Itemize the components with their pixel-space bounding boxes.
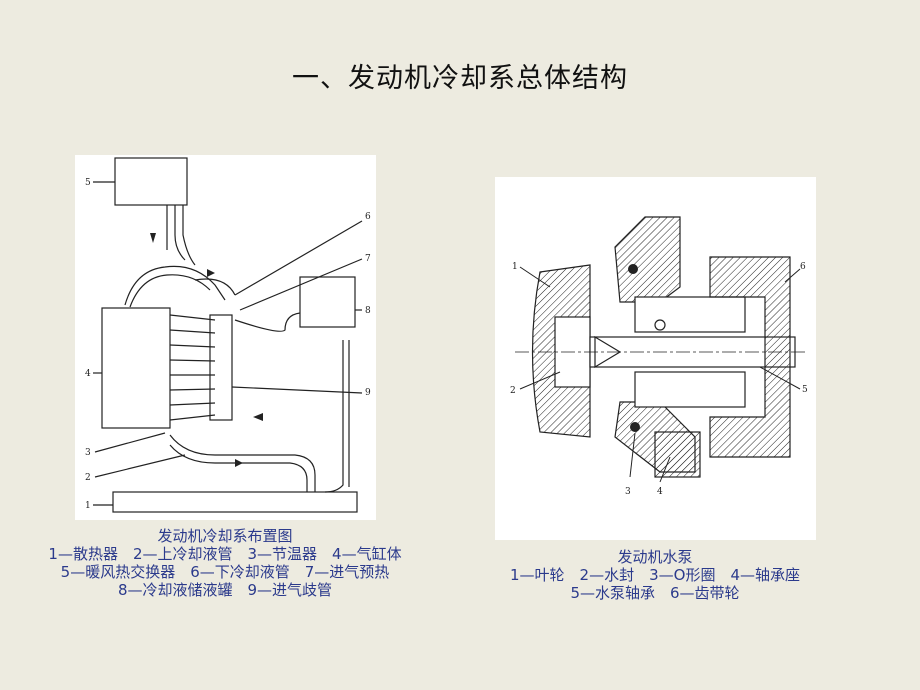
- figure1-caption-line: 5—暖风热交换器 6—下冷却液管 7—进气预热: [60, 563, 390, 581]
- callout-1: 1: [512, 262, 518, 272]
- callout-8: 8: [365, 306, 371, 316]
- callout-2: 2: [85, 473, 91, 483]
- callout-4: 4: [657, 487, 663, 497]
- figure1-caption-line: 8—冷却液储液罐 9—进气歧管: [117, 581, 333, 599]
- figure2-callouts: 1 2 3 4 5 6: [510, 262, 808, 497]
- figure1-caption: 发动机冷却系布置图 1—散热器 2—上冷却液管 3—节温器 4—气缸体 5—暖风…: [0, 527, 450, 599]
- callout-6: 6: [365, 212, 371, 222]
- figure2-caption: 发动机水泵 1—叶轮 2—水封 3—O形圈 4—轴承座 5—水泵轴承 6—齿带轮: [465, 548, 845, 602]
- callout-5: 5: [802, 385, 808, 395]
- water-pump-diagram: 1 2 3 4 5 6: [495, 177, 816, 540]
- callout-9: 9: [365, 388, 371, 398]
- figure2-caption-line: 5—水泵轴承 6—齿带轮: [570, 584, 740, 602]
- callout-7: 7: [365, 254, 371, 264]
- page-title: 一、发动机冷却系总体结构: [292, 63, 628, 94]
- figure1-callouts: 5 6 7 8 4 9 3 2 1: [85, 178, 371, 511]
- callout-4: 4: [85, 369, 91, 379]
- callout-6: 6: [800, 262, 806, 272]
- callout-3: 3: [85, 448, 91, 458]
- figure2-caption-line: 1—叶轮 2—水封 3—O形圈 4—轴承座: [510, 566, 800, 584]
- callout-2: 2: [510, 386, 516, 396]
- figure1-caption-title: 发动机冷却系布置图: [157, 527, 293, 545]
- figure1-caption-line: 1—散热器 2—上冷却液管 3—节温器 4—气缸体: [48, 545, 402, 563]
- callout-1: 1: [85, 501, 91, 511]
- callout-5: 5: [85, 178, 91, 188]
- callout-3: 3: [625, 487, 631, 497]
- figure2-caption-title: 发动机水泵: [617, 548, 693, 566]
- cooling-system-diagram: 5 6 7 8 4 9 3 2 1: [75, 155, 376, 520]
